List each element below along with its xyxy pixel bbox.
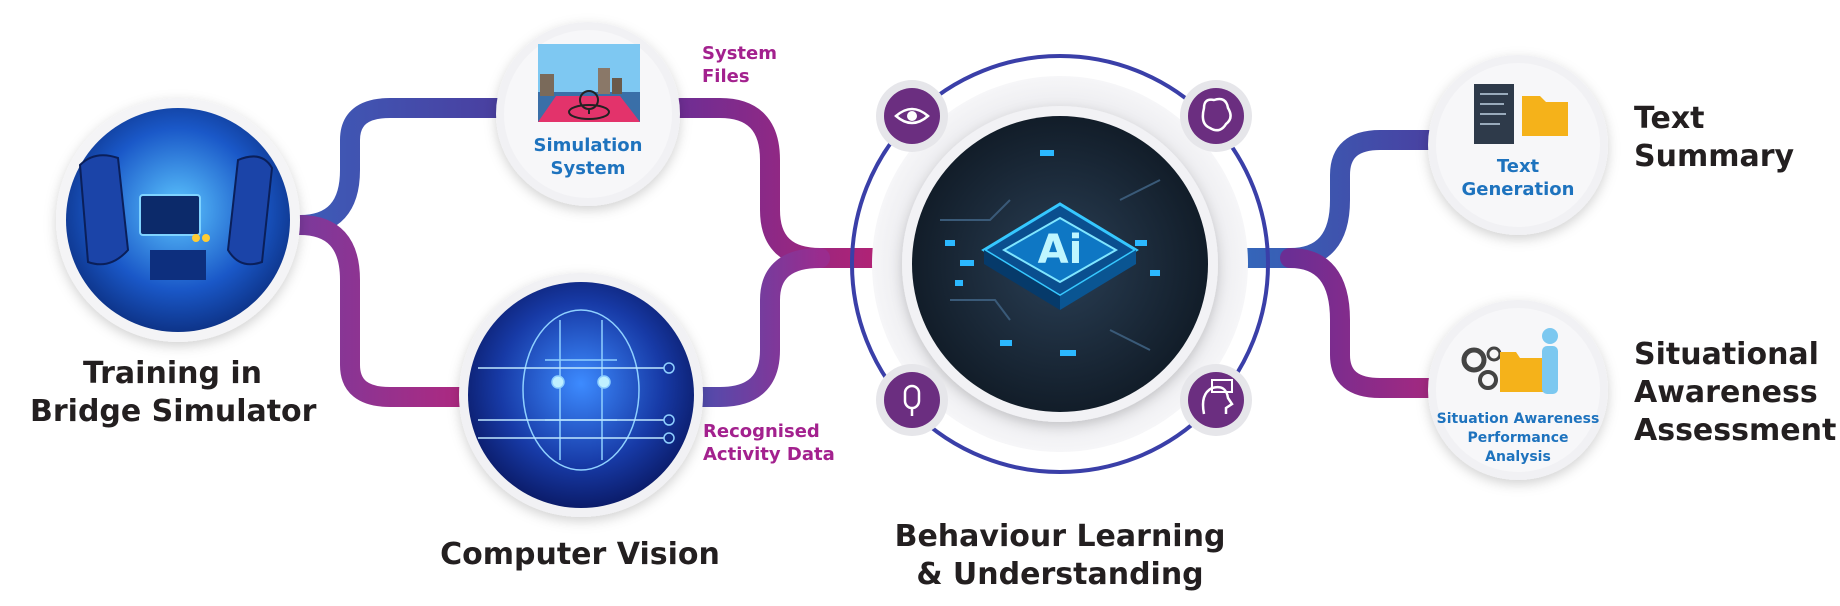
circuit-board: [940, 150, 1161, 356]
connector-paths: [290, 98, 1450, 407]
computer-vision-label: Computer Vision: [420, 536, 740, 574]
bridge-simulator-label: Training in Bridge Simulator: [30, 355, 317, 431]
path-activity-data: [680, 248, 830, 407]
label-line: Files: [702, 66, 750, 87]
path-bridge-to-vision: [290, 215, 480, 407]
label-line: Bridge Simulator: [30, 394, 317, 429]
label-line: Simulation: [533, 135, 643, 156]
console-screen: [139, 194, 201, 236]
label-line: Computer Vision: [440, 537, 720, 572]
simulation-system-label: Simulation System: [528, 134, 648, 180]
system-files-label: System Files: [702, 42, 777, 88]
ai-chip-label: Ai: [1037, 227, 1083, 273]
simulation-system-node: [496, 22, 680, 206]
face-scan-icon: [478, 309, 675, 471]
awareness-assessment-label: Situational Awareness Assessment: [1634, 336, 1836, 450]
bridge-simulator-node: [56, 98, 300, 342]
label-line: Analysis: [1485, 449, 1551, 465]
outer-ring: [850, 54, 1270, 474]
path-ai-to-situation: [1280, 248, 1450, 398]
path-bridge-to-simulation: [290, 98, 510, 235]
situation-awareness-label: Situation Awareness Performance Analysis: [1436, 410, 1600, 467]
analysis-head-icon: [1180, 364, 1252, 436]
left-seat: [78, 154, 130, 266]
label-line: Text: [1634, 101, 1705, 136]
brain-icon: [1180, 80, 1252, 152]
gears-person-icon: [1461, 328, 1558, 394]
label-line: Assessment: [1634, 413, 1837, 448]
label-line: Summary: [1634, 139, 1795, 174]
text-summary-label: Text Summary: [1634, 100, 1794, 176]
label-line: System: [702, 43, 777, 64]
label-line: Behaviour Learning: [894, 519, 1226, 554]
situation-awareness-node: [1428, 300, 1608, 480]
eye-icon: [876, 80, 948, 152]
label-line: Recognised: [703, 421, 820, 442]
label-line: Situation Awareness: [1436, 411, 1600, 427]
label-line: Training in: [82, 356, 263, 391]
label-line: Activity Data: [703, 444, 835, 465]
document-folder-icon: [1474, 84, 1568, 144]
activity-data-label: Recognised Activity Data: [703, 420, 835, 466]
simulator-screen-icon: [538, 44, 640, 122]
computer-vision-node: [459, 273, 703, 517]
label-line: Text: [1496, 156, 1540, 177]
label-line: Awareness: [1634, 375, 1818, 410]
ai-hub-node: [850, 54, 1270, 474]
label-line: Generation: [1461, 179, 1575, 200]
right-seat: [226, 155, 274, 266]
text-generation-label: Text Generation: [1453, 155, 1583, 201]
behaviour-learning-label: Behaviour Learning & Understanding: [880, 518, 1240, 594]
label-line: Performance: [1467, 430, 1569, 446]
label-line: & Understanding: [916, 557, 1204, 592]
text-generation-node: [1428, 55, 1608, 235]
microphone-icon: [876, 364, 948, 436]
label-line: Situational: [1634, 337, 1819, 372]
label-line: System: [550, 158, 626, 179]
ai-chip-icon: [981, 202, 1139, 310]
